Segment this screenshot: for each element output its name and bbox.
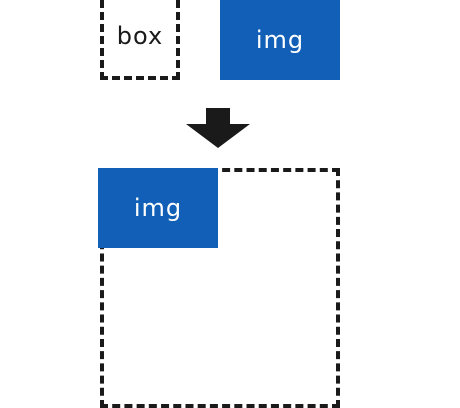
img-after: img	[98, 168, 218, 248]
img-label: img	[255, 26, 305, 54]
box-label: box	[116, 22, 164, 50]
arrow-shape	[186, 108, 250, 148]
img-label: img	[133, 194, 183, 222]
box-before: box	[100, 0, 180, 80]
box-after	[100, 168, 340, 408]
img-before: img	[220, 0, 340, 80]
arrow-down-icon	[186, 108, 250, 148]
